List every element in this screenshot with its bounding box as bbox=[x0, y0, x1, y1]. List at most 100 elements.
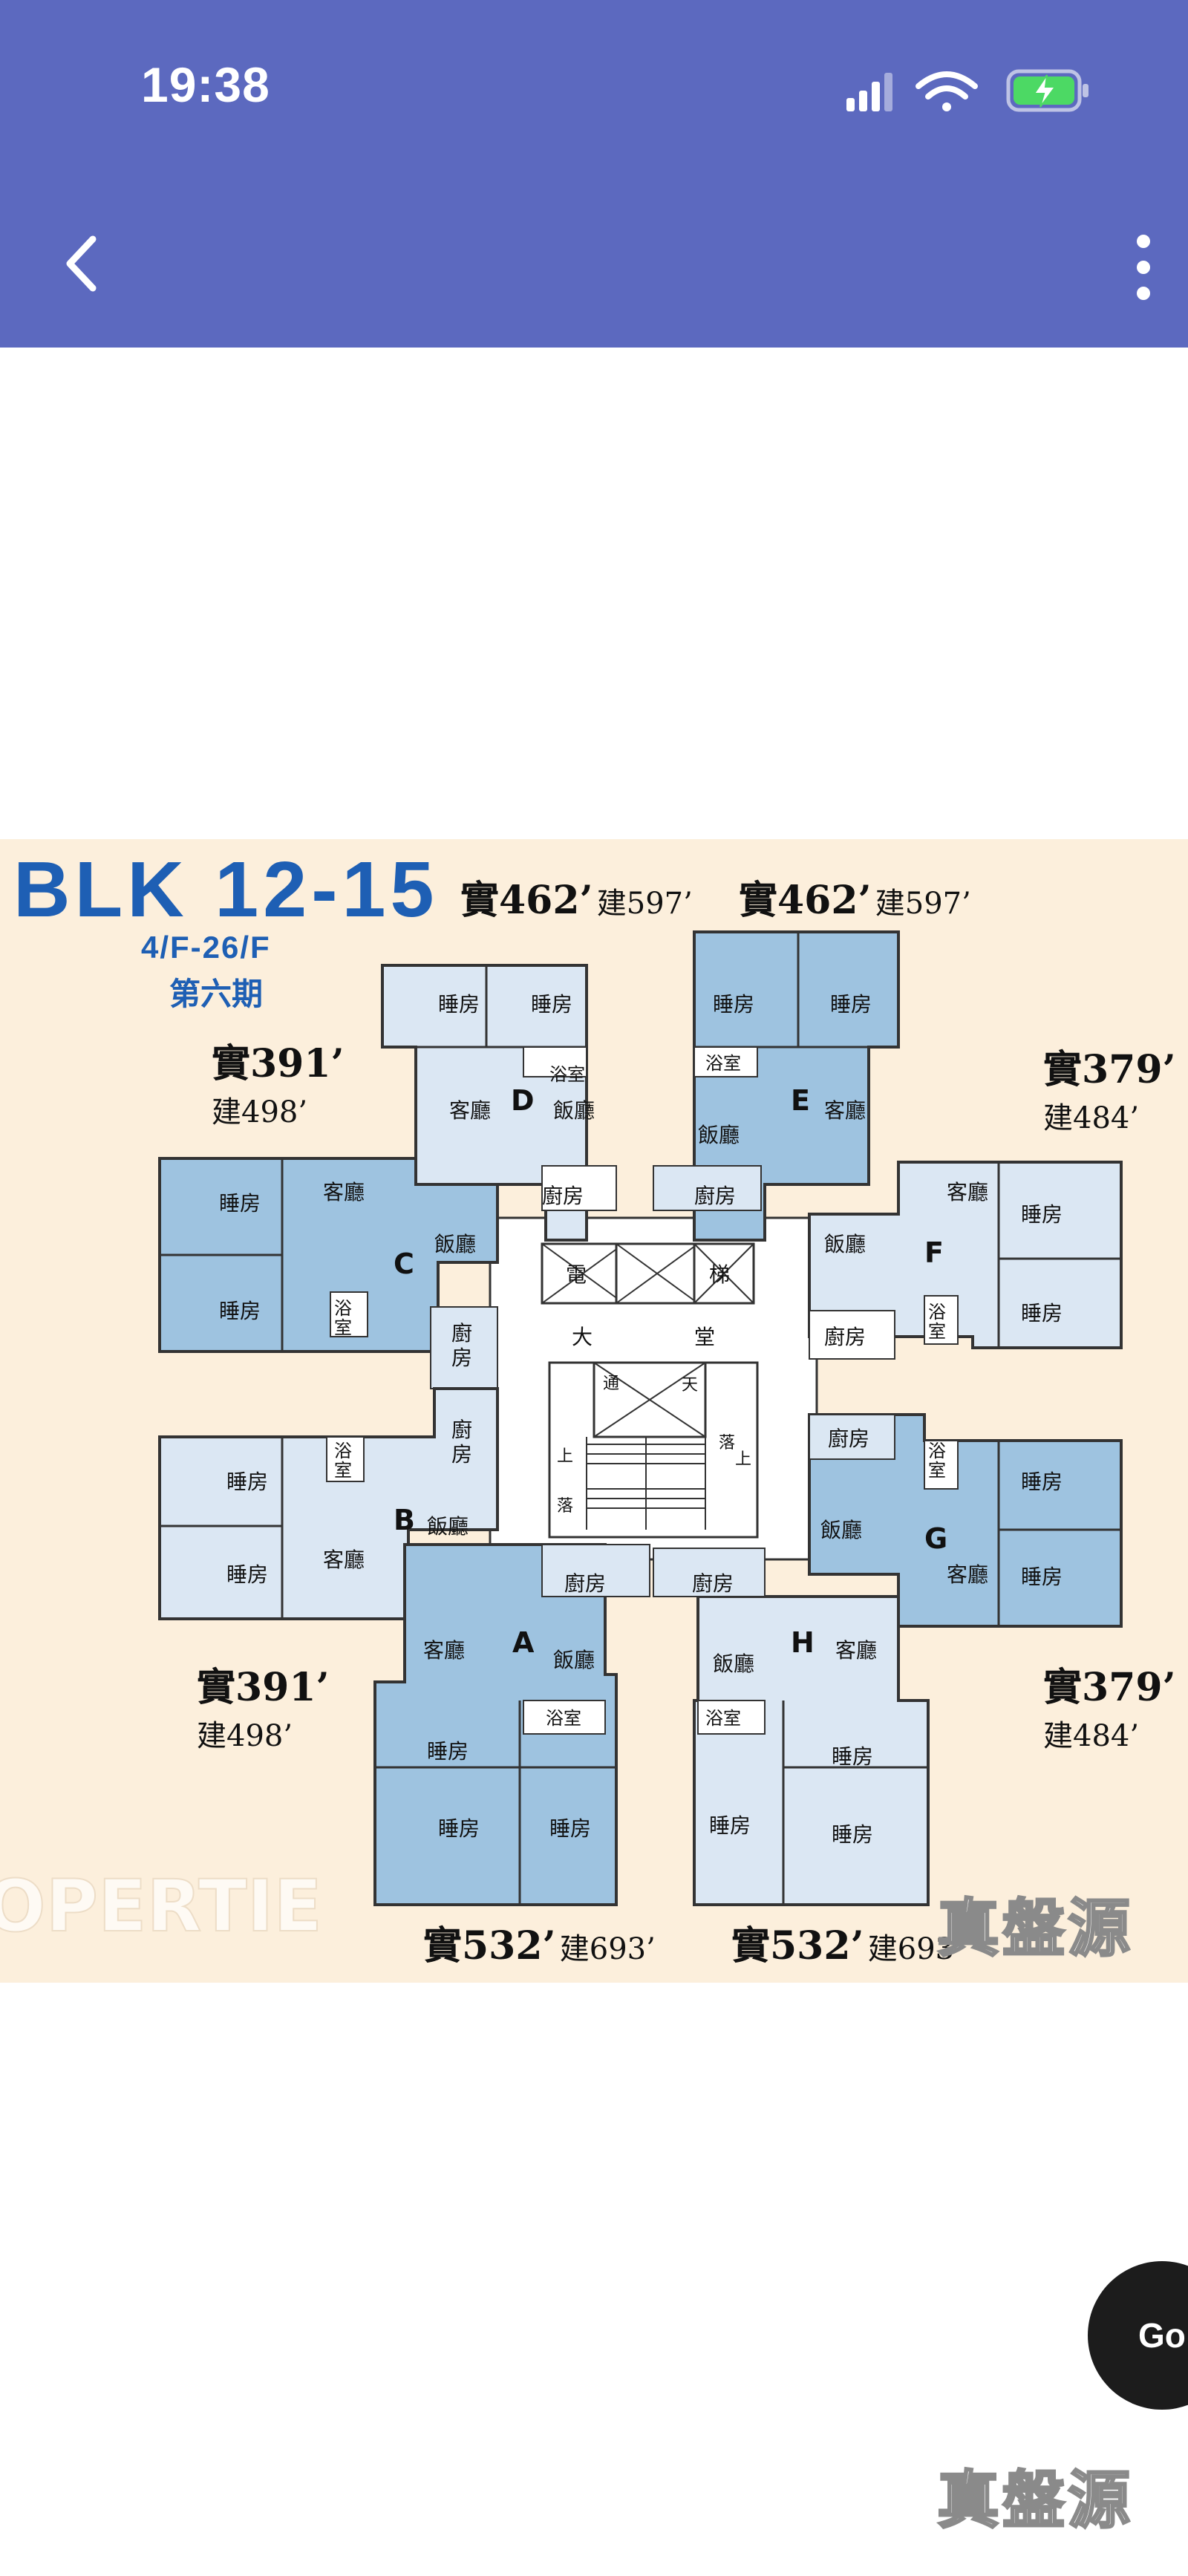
room-label: 客廳 bbox=[449, 1098, 491, 1123]
room-label: 睡房 bbox=[226, 1562, 268, 1587]
background-watermark: OPERTIE bbox=[0, 1864, 323, 1949]
gross-area: 建498’ bbox=[212, 1095, 308, 1129]
go-button[interactable]: Go bbox=[1088, 2261, 1188, 2410]
room-label: 客廳 bbox=[323, 1548, 365, 1572]
more-vertical-icon bbox=[1137, 235, 1150, 300]
room-label: 睡房 bbox=[1021, 1565, 1063, 1589]
room-label: 飯廳 bbox=[820, 1518, 862, 1542]
room-label: 室 bbox=[928, 1460, 946, 1481]
room-label: 睡房 bbox=[438, 992, 480, 1017]
room-label: 飯廳 bbox=[698, 1123, 740, 1147]
unit-g bbox=[808, 1413, 1123, 1628]
area-label-d: 實462’ 建597’ bbox=[460, 869, 693, 925]
room-label: 廚房 bbox=[824, 1325, 866, 1349]
unit-letter-a: A bbox=[512, 1626, 535, 1659]
room-label: 浴室 bbox=[549, 1064, 585, 1085]
floor-plan-image[interactable]: D E C F B G A H 睡房 睡房 客廳 浴室 飯廳 廚房 睡房 睡房 bbox=[0, 839, 1188, 1983]
net-area: 實391’ bbox=[197, 1665, 330, 1710]
unit-a bbox=[373, 1543, 650, 1906]
wifi-icon bbox=[916, 71, 978, 111]
area-label-g: 實379’ 建484’ bbox=[1043, 1656, 1176, 1755]
room-label: 浴室 bbox=[705, 1053, 741, 1074]
room-label: 廚房 bbox=[542, 1184, 584, 1208]
room-label: 睡房 bbox=[438, 1816, 480, 1841]
net-area: 實462’ bbox=[739, 878, 872, 923]
room-label: 飯廳 bbox=[434, 1232, 476, 1256]
room-label: 浴 bbox=[928, 1441, 946, 1461]
phase-label: 第六期 bbox=[169, 976, 264, 1012]
gross-area: 建484’ bbox=[1043, 1719, 1140, 1753]
block-title: BLK 12-15 bbox=[13, 846, 439, 933]
room-label: 睡房 bbox=[549, 1816, 591, 1841]
room-label: 浴 bbox=[928, 1302, 946, 1323]
unit-letter-b: B bbox=[394, 1504, 415, 1536]
core-label: 大 bbox=[572, 1325, 593, 1349]
unit-c bbox=[158, 1157, 499, 1389]
room-label: 客廳 bbox=[947, 1180, 988, 1204]
room-label: 睡房 bbox=[219, 1299, 261, 1323]
status-time: 19:38 bbox=[141, 57, 270, 112]
gross-area: 建693 bbox=[867, 1932, 955, 1966]
room-label: 廚房 bbox=[828, 1426, 869, 1451]
staircase-block bbox=[548, 1361, 759, 1539]
room-label: 浴 bbox=[334, 1441, 352, 1461]
room-label: 睡房 bbox=[1021, 1301, 1063, 1326]
area-label-c: 實391’ 建498’ bbox=[212, 1032, 345, 1131]
room-label: 睡房 bbox=[531, 992, 572, 1017]
core-labels: 大 堂 電 梯 通 天 上 落 落 上 bbox=[557, 1262, 751, 1516]
room-label: 飯廳 bbox=[553, 1098, 595, 1123]
unit-d bbox=[381, 964, 617, 1242]
area-label-h: 實532’ 建693 bbox=[731, 1914, 954, 1970]
unit-b bbox=[158, 1387, 499, 1620]
unit-letter-h: H bbox=[791, 1626, 815, 1659]
gross-area: 建484’ bbox=[1043, 1101, 1140, 1135]
core-label: 通 bbox=[603, 1375, 619, 1393]
unit-h bbox=[653, 1548, 930, 1906]
plan-watermark: 真盤源 bbox=[936, 1891, 1134, 1966]
go-button-label: Go bbox=[1138, 2316, 1186, 2355]
room-labels: 睡房 睡房 客廳 浴室 飯廳 廚房 睡房 睡房 浴室 飯廳 客廳 廚房 睡房 客… bbox=[219, 992, 1063, 1847]
unit-letter-d: D bbox=[511, 1084, 535, 1117]
net-area: 實379’ bbox=[1043, 1047, 1176, 1092]
room-label: 室 bbox=[334, 1460, 352, 1481]
room-label: 飯廳 bbox=[427, 1514, 469, 1539]
room-label: 室 bbox=[928, 1321, 946, 1342]
room-label: 客廳 bbox=[323, 1180, 365, 1204]
room-label: 飯廳 bbox=[824, 1232, 866, 1256]
room-label: 睡房 bbox=[832, 1822, 873, 1847]
area-label-e: 實462’ 建597’ bbox=[739, 869, 971, 925]
floor-range: 4/F-26/F bbox=[141, 930, 271, 965]
area-label-a: 實532’ 建693’ bbox=[423, 1914, 656, 1970]
area-label-b: 實391’ 建498’ bbox=[197, 1656, 330, 1755]
room-label: 廚 bbox=[451, 1418, 472, 1442]
room-label: 客廳 bbox=[835, 1638, 877, 1663]
room-label: 睡房 bbox=[219, 1191, 261, 1216]
more-options-button[interactable] bbox=[1121, 226, 1166, 308]
core-label: 落 bbox=[719, 1434, 735, 1452]
signal-icon bbox=[846, 73, 892, 111]
room-label: 廚房 bbox=[692, 1571, 734, 1596]
gross-area: 建498’ bbox=[197, 1719, 293, 1753]
area-label-f: 實379’ 建484’ bbox=[1043, 1038, 1176, 1137]
svg-text:OPERTIE: OPERTIE bbox=[0, 1865, 322, 1948]
core-label: 堂 bbox=[694, 1325, 715, 1349]
room-label: 飯廳 bbox=[553, 1648, 595, 1672]
unit-letter-e: E bbox=[791, 1084, 810, 1117]
floor-plan-drawing: D E C F B G A H 睡房 睡房 客廳 浴室 飯廳 廚房 睡房 睡房 bbox=[0, 839, 1188, 1983]
gross-area: 建693’ bbox=[559, 1932, 656, 1966]
core-label: 上 bbox=[557, 1447, 573, 1466]
room-label: 浴 bbox=[334, 1298, 352, 1319]
net-area: 實532’ bbox=[423, 1923, 556, 1969]
net-area: 實462’ bbox=[460, 878, 593, 923]
back-button[interactable] bbox=[59, 223, 111, 304]
footer-watermark: 真盤源 bbox=[936, 2463, 1134, 2538]
gross-area: 建597’ bbox=[875, 887, 971, 921]
room-label: 睡房 bbox=[1021, 1470, 1063, 1494]
unit-letter-f: F bbox=[924, 1236, 944, 1269]
room-label: 睡房 bbox=[427, 1739, 469, 1764]
unit-letter-g: G bbox=[924, 1522, 947, 1555]
unit-letters: D E C F B G A H bbox=[394, 1084, 947, 1659]
room-label: 睡房 bbox=[226, 1470, 268, 1494]
room-label: 飯廳 bbox=[713, 1651, 754, 1676]
room-label: 睡房 bbox=[1021, 1202, 1063, 1227]
